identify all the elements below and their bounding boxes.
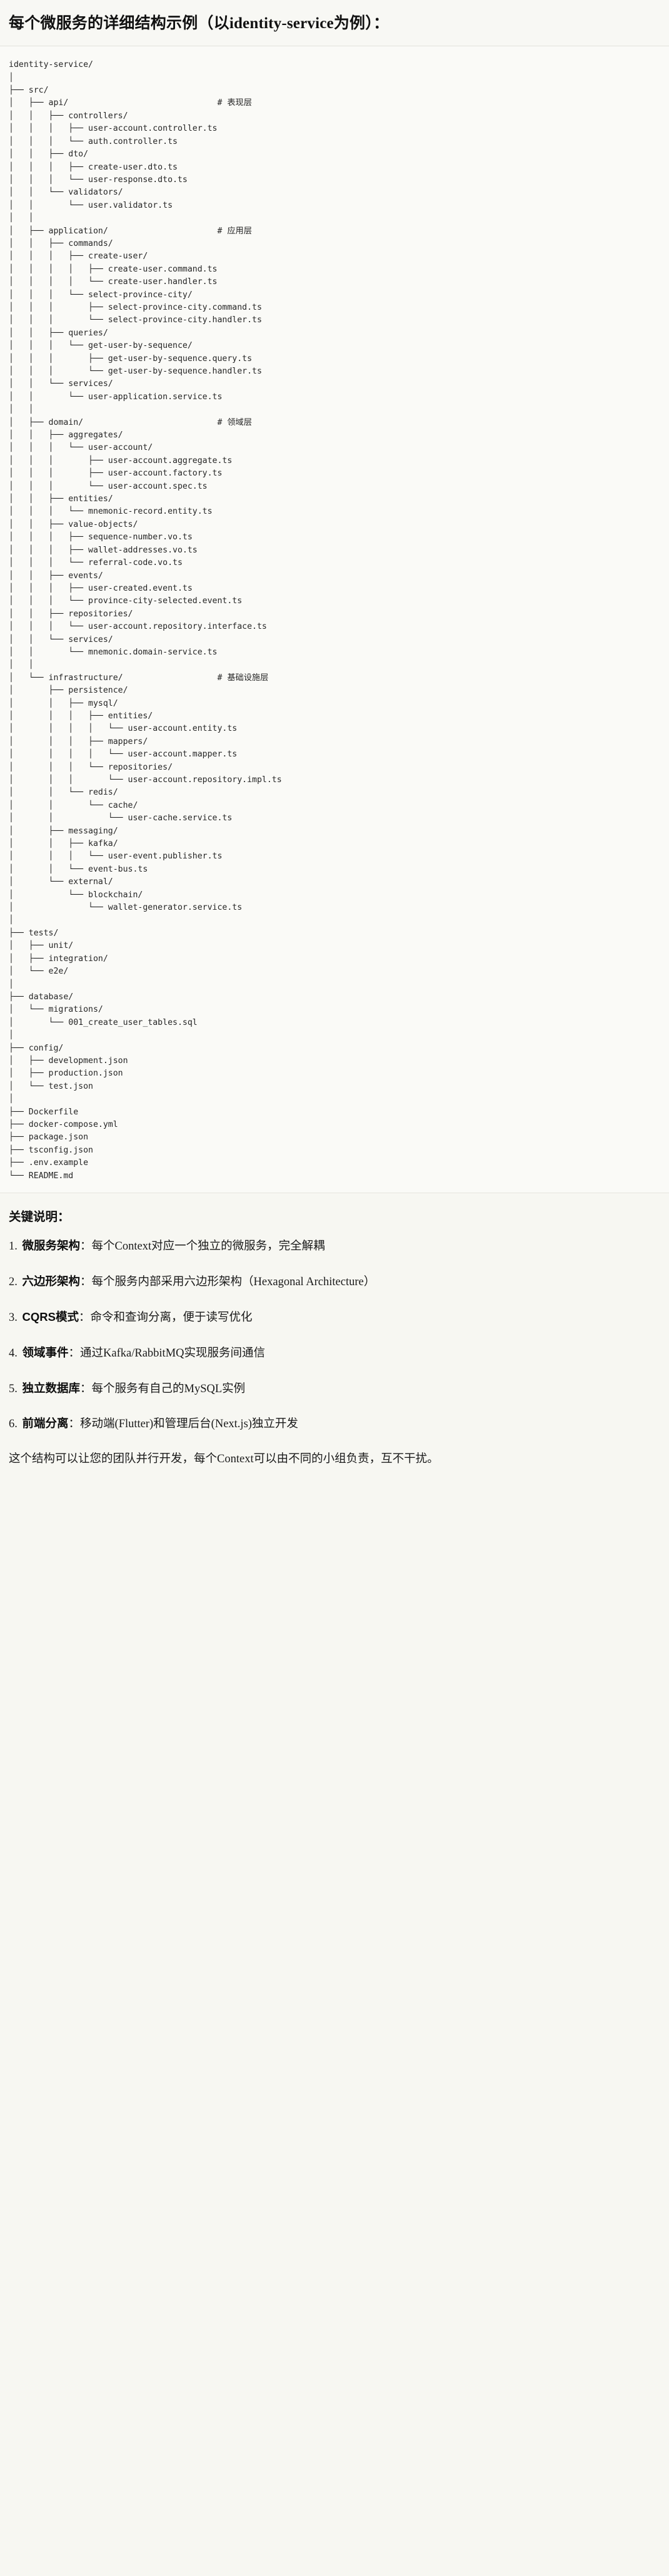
list-item: 六边形架构：每个服务内部采用六边形架构（Hexagonal Architectu…: [9, 1273, 660, 1291]
note-term: 微服务架构: [22, 1239, 81, 1253]
note-term: 独立数据库: [22, 1381, 81, 1395]
note-separator: ：: [78, 1311, 91, 1324]
key-notes-section: 关键说明： 微服务架构：每个Context对应一个独立的微服务，完全解耦 六边形…: [0, 1193, 669, 1487]
page-title: 每个微服务的详细结构示例（以identity-service为例）：: [9, 14, 660, 33]
page-title-colon: ：: [373, 14, 390, 32]
list-item: 前端分离：移动端(Flutter)和管理后台(Next.js)独立开发: [9, 1415, 660, 1433]
note-term: 前端分离: [22, 1417, 69, 1430]
title-section: 每个微服务的详细结构示例（以identity-service为例）：: [0, 0, 669, 47]
note-description: 通过Kafka/RabbitMQ实现服务间通信: [80, 1347, 266, 1360]
note-description: 每个服务内部采用六边形架构（Hexagonal Architecture）: [91, 1276, 376, 1289]
list-item: 微服务架构：每个Context对应一个独立的微服务，完全解耦: [9, 1238, 660, 1255]
note-separator: ：: [68, 1347, 81, 1360]
note-term: 六边形架构: [22, 1275, 81, 1288]
page-title-prefix: 每个微服务的详细结构示例: [9, 14, 198, 32]
note-description: 每个服务有自己的MySQL实例: [91, 1382, 246, 1395]
list-item: CQRS模式：命令和查询分离，便于读写优化: [9, 1309, 660, 1326]
note-separator: ：: [68, 1418, 81, 1431]
note-description: 每个Context对应一个独立的微服务，完全解耦: [91, 1240, 325, 1253]
page-title-paren-close: 为例）: [333, 14, 373, 32]
page-title-paren-open: （以: [198, 14, 229, 32]
key-notes-heading: 关键说明：: [9, 1210, 70, 1224]
closing-paragraph: 这个结构可以让您的团队并行开发，每个Context可以由不同的小组负责，互不干扰…: [9, 1453, 439, 1466]
list-item: 独立数据库：每个服务有自己的MySQL实例: [9, 1380, 660, 1398]
note-term: CQRS模式: [22, 1310, 79, 1323]
key-notes-list: 微服务架构：每个Context对应一个独立的微服务，完全解耦 六边形架构：每个服…: [9, 1238, 660, 1433]
note-separator: ：: [80, 1382, 92, 1395]
note-separator: ：: [80, 1276, 92, 1289]
directory-tree: identity-service/ │ ├── src/ │ ├── api/ …: [9, 60, 282, 1181]
note-separator: ：: [80, 1240, 92, 1253]
page-title-service-name: identity-service: [229, 15, 334, 32]
note-term: 领域事件: [22, 1345, 69, 1359]
page-container: 每个微服务的详细结构示例（以identity-service为例）： ident…: [0, 0, 669, 1487]
note-description: 命令和查询分离，便于读写优化: [90, 1311, 253, 1324]
note-description: 移动端(Flutter)和管理后台(Next.js)独立开发: [80, 1418, 298, 1431]
directory-tree-section: identity-service/ │ ├── src/ │ ├── api/ …: [0, 46, 669, 1193]
list-item: 领域事件：通过Kafka/RabbitMQ实现服务间通信: [9, 1345, 660, 1362]
